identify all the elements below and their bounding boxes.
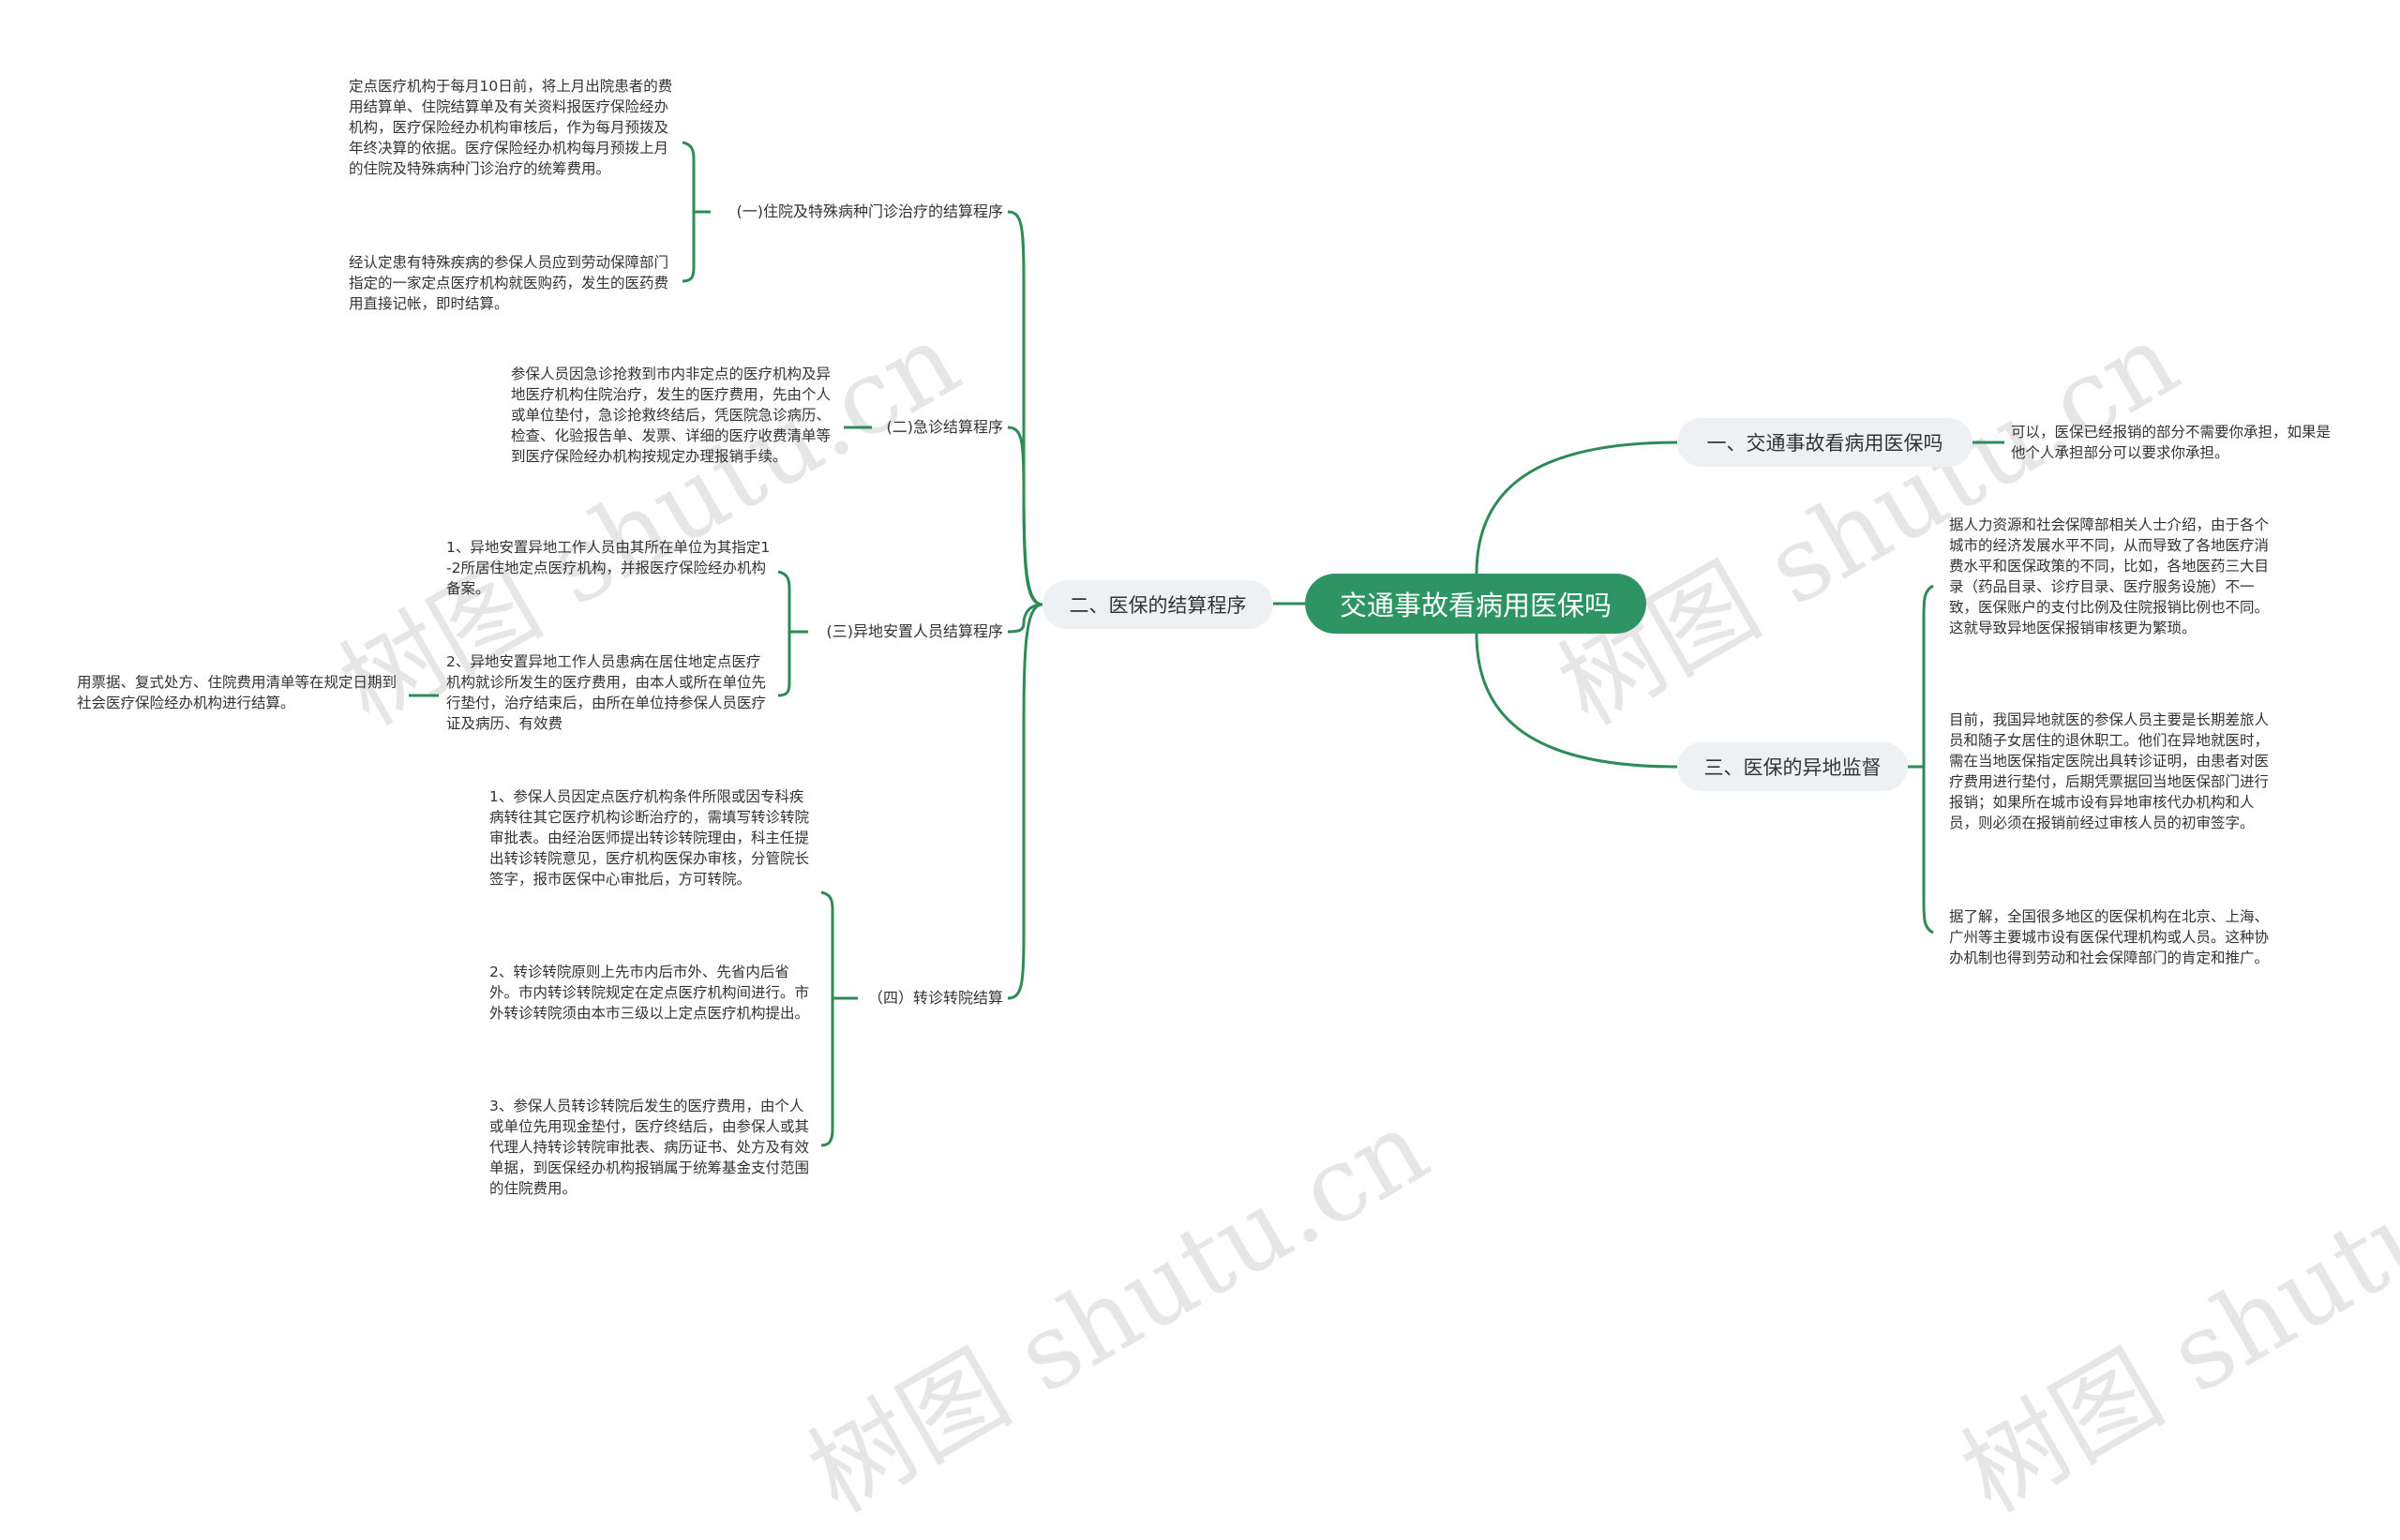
leaf-text: 目前，我国异地就医的参保人员主要是长期差旅人员和随子女居住的退休职工。他们在异地… (1949, 711, 2270, 831)
leaf-text: 1、异地安置异地工作人员由其所在单位为其指定1-2所居住地定点医疗机构，并报医疗… (446, 539, 771, 597)
sub-inpatient-settlement[interactable]: (一)住院及特殊病种门诊治疗的结算程序 (736, 202, 1004, 220)
sub-emergency-settlement[interactable]: (二)急诊结算程序 (886, 418, 1004, 436)
connector-root-b3 (1475, 633, 1678, 769)
leaf-text: 经认定患有特殊疾病的参保人员应到劳动保障部门指定的一家定点医疗机构就医购药，发生… (349, 254, 669, 312)
connector-sub4-bracket (820, 890, 858, 1147)
connector-lines (409, 141, 2004, 1147)
branch-settlement-procedure[interactable]: 二、医保的结算程序 (1042, 580, 1273, 629)
connector-b2-sub4 (1007, 603, 1043, 1000)
connector-b2-sub2 (1007, 426, 1043, 606)
leaf-text: 3、参保人员转诊转院后发生的医疗费用，由个人或单位先用现金垫付，医疗终结后，由参… (489, 1098, 810, 1197)
connector-root-b1 (1475, 441, 1678, 575)
connector-b2-sub3 (1007, 603, 1043, 634)
leaf-text: 据人力资源和社会保障部相关人士介绍，由于各个城市的经济发展水平不同，从而导致了各… (1949, 516, 2270, 636)
connector-sub1-bracket (682, 141, 711, 283)
leaf-text: 参保人员因急诊抢救到市内非定点的医疗机构及异地医疗机构住院治疗，发生的医疗费用，… (511, 366, 832, 465)
root-node[interactable]: 交通事故看病用医保吗 (1305, 574, 1646, 634)
sub-relocated-settlement[interactable]: (三)异地安置人员结算程序 (826, 622, 1004, 640)
leaf-text: 据了解，全国很多地区的医保机构在北京、上海、广州等主要城市设有医保代理机构或人员… (1949, 908, 2270, 966)
leaf-text: 2、异地安置异地工作人员患病在居住地定点医疗机构就诊所发生的医疗费用，由本人或所… (446, 653, 767, 732)
leaf-text: 用票据、复式处方、住院费用清单等在规定日期到社会医疗保险经办机构进行结算。 (77, 674, 398, 711)
branch-remote-supervision[interactable]: 三、医保的异地监督 (1677, 742, 1908, 791)
connector-sub3-bracket (777, 570, 808, 697)
connector-b3-bracket (1908, 584, 1934, 934)
branch-traffic-accident[interactable]: 一、交通事故看病用医保吗 (1677, 418, 1972, 467)
sub-referral-settlement[interactable]: （四）转诊转院结算 (867, 989, 1003, 1007)
leaf-text: 定点医疗机构于每月10日前，将上月出院患者的费用结算单、住院结算单及有关资料报医… (349, 78, 673, 177)
leaf-text: 1、参保人员因定点医疗机构条件所限或因专科疾病转往其它医疗机构诊断治疗的，需填写… (489, 788, 810, 888)
leaf-text: 可以，医保已经报销的部分不需要你承担，如果是他个人承担部分可以要求你承担。 (2011, 424, 2332, 461)
leaf-text: 2、转诊转院原则上先市内后市外、先省内后省外。市内转诊转院规定在定点医疗机构间进… (489, 964, 810, 1022)
